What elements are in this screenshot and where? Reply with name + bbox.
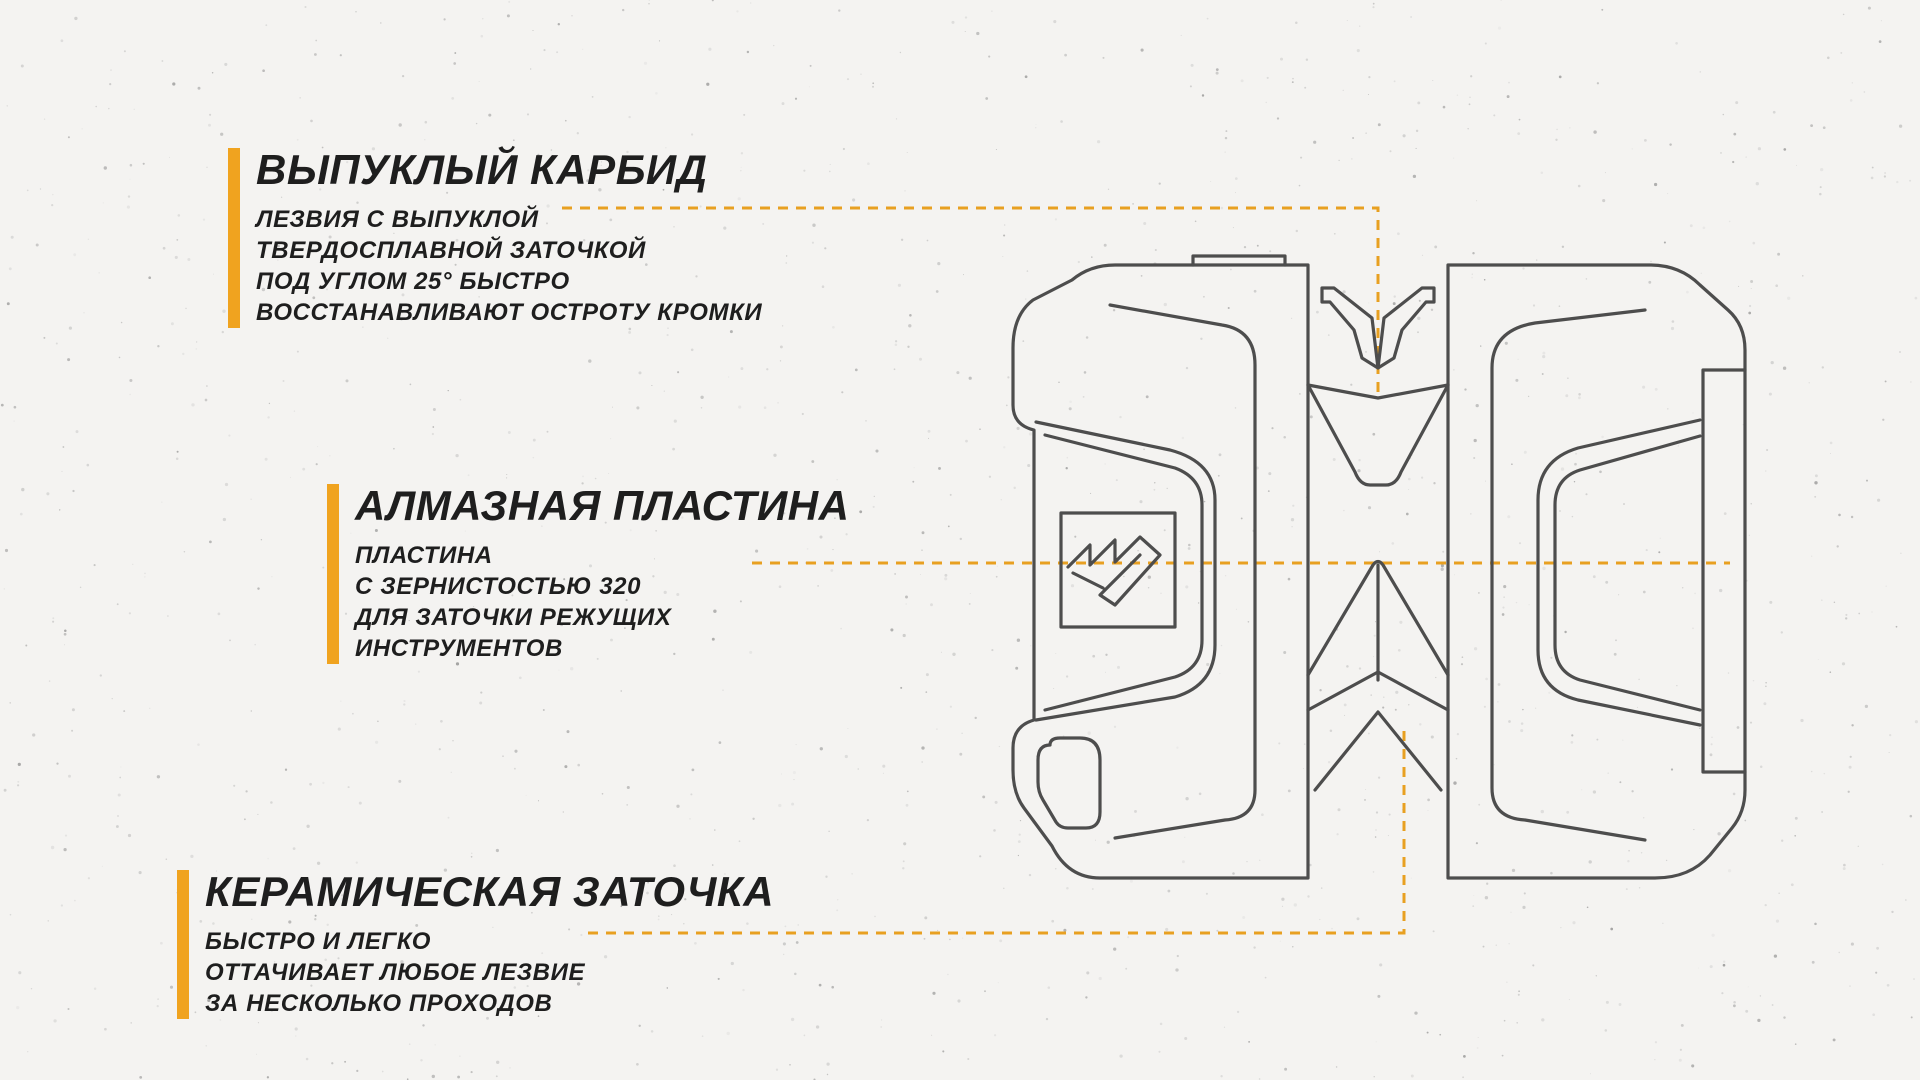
right-grip-inner bbox=[1553, 434, 1702, 712]
callout-convex-carbide: ВЫПУКЛЫЙ КАРБИД ЛЕЗВИЯ С ВЫПУКЛОЙ ТВЕРДО… bbox=[228, 146, 762, 329]
left-grip-panel bbox=[1108, 303, 1257, 840]
callout-line: ИНСТРУМЕНТОВ bbox=[355, 635, 563, 663]
callout-line: ДЛЯ ЗАТОЧКИ РЕЖУЩИХ bbox=[355, 604, 672, 632]
callout-line: ОТТАЧИВАЕТ ЛЮБОЕ ЛЕЗВИЕ bbox=[205, 959, 586, 987]
ceramic-v-rods bbox=[1306, 670, 1450, 792]
accent-bar bbox=[177, 870, 189, 1020]
callout-line: ПЛАСТИНА bbox=[355, 542, 493, 570]
right-grip-recess bbox=[1536, 418, 1702, 727]
callout-line: С ЗЕРНИСТОСТЬЮ 320 bbox=[355, 573, 642, 601]
accent-bar bbox=[228, 148, 240, 329]
callout-line: ЛЕЗВИЯ С ВЫПУКЛОЙ bbox=[256, 206, 539, 234]
callout-line: ПОД УГЛОМ 25° БЫСТРО bbox=[256, 268, 570, 296]
callout-body: ЛЕЗВИЯ С ВЫПУКЛОЙ ТВЕРДОСПЛАВНОЙ ЗАТОЧКО… bbox=[256, 204, 762, 328]
logo-box bbox=[1059, 511, 1177, 629]
callout-diamond-plate: АЛМАЗНАЯ ПЛАСТИНА ПЛАСТИНА С ЗЕРНИСТОСТЬ… bbox=[327, 482, 850, 665]
leader-line-carbide bbox=[562, 206, 1380, 398]
callout-title: ВЫПУКЛЫЙ КАРБИД bbox=[256, 146, 708, 193]
callout-body: ПЛАСТИНА С ЗЕРНИСТОСТЬЮ 320 ДЛЯ ЗАТОЧКИ … bbox=[355, 540, 849, 664]
carbide-blade-left bbox=[1320, 286, 1380, 370]
left-grip-recess bbox=[1034, 420, 1217, 722]
callout-body: БЫСТРО И ЛЕГКО ОТТАЧИВАЕТ ЛЮБОЕ ЛЕЗВИЕ З… bbox=[205, 926, 774, 1019]
sharpener-right-body bbox=[1446, 263, 1747, 880]
carbide-blade-right bbox=[1376, 286, 1436, 370]
right-side-rail bbox=[1701, 368, 1747, 774]
diamond-v-slot bbox=[1306, 559, 1450, 677]
callout-line: ВОССТАНАВЛИВАЮТ ОСТРОТУ КРОМКИ bbox=[256, 299, 763, 327]
carbide-v-inner bbox=[1306, 383, 1450, 400]
callout-line: ЗА НЕСКОЛЬКО ПРОХОДОВ bbox=[205, 990, 553, 1018]
leader-line-ceramic bbox=[588, 728, 1406, 935]
callout-title: АЛМАЗНАЯ ПЛАСТИНА bbox=[355, 482, 850, 529]
right-grip-panel bbox=[1490, 308, 1647, 842]
callout-title: КЕРАМИЧЕСКАЯ ЗАТОЧКА bbox=[205, 868, 775, 915]
left-grip-inner bbox=[1043, 433, 1204, 712]
accent-bar bbox=[327, 484, 339, 665]
sharpener-top-cap bbox=[1191, 254, 1287, 267]
sharpener-left-body bbox=[1011, 263, 1310, 880]
finger-hole bbox=[1036, 736, 1102, 830]
carbide-v-slot bbox=[1306, 383, 1450, 487]
callout-line: ТВЕРДОСПЛАВНОЙ ЗАТОЧКОЙ bbox=[256, 237, 646, 265]
logo-mark-icon bbox=[1066, 535, 1162, 607]
callout-ceramic-sharpener: КЕРАМИЧЕСКАЯ ЗАТОЧКА БЫСТРО И ЛЕГКО ОТТА… bbox=[177, 868, 775, 1020]
callout-line: БЫСТРО И ЛЕГКО bbox=[205, 928, 432, 956]
